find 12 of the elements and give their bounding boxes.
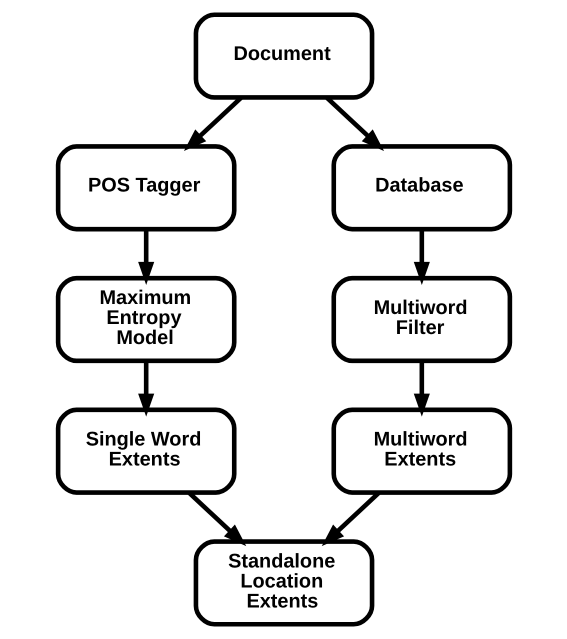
node-box: Multiword Extents: [330, 408, 512, 495]
node-box: Single Word Extents: [55, 408, 236, 495]
node-box: Maximum Entropy Model: [55, 276, 236, 364]
node-box: Multiword Filter: [330, 276, 512, 364]
node-box: Standalone Location Extents: [193, 539, 374, 627]
arrow: [413, 229, 430, 285]
arrow: [138, 229, 154, 285]
node-box: Document: [193, 12, 374, 100]
arrow: [138, 361, 154, 417]
node-box: POS Tagger: [55, 144, 236, 232]
node-box: Database: [330, 144, 512, 232]
arrow: [413, 361, 430, 417]
